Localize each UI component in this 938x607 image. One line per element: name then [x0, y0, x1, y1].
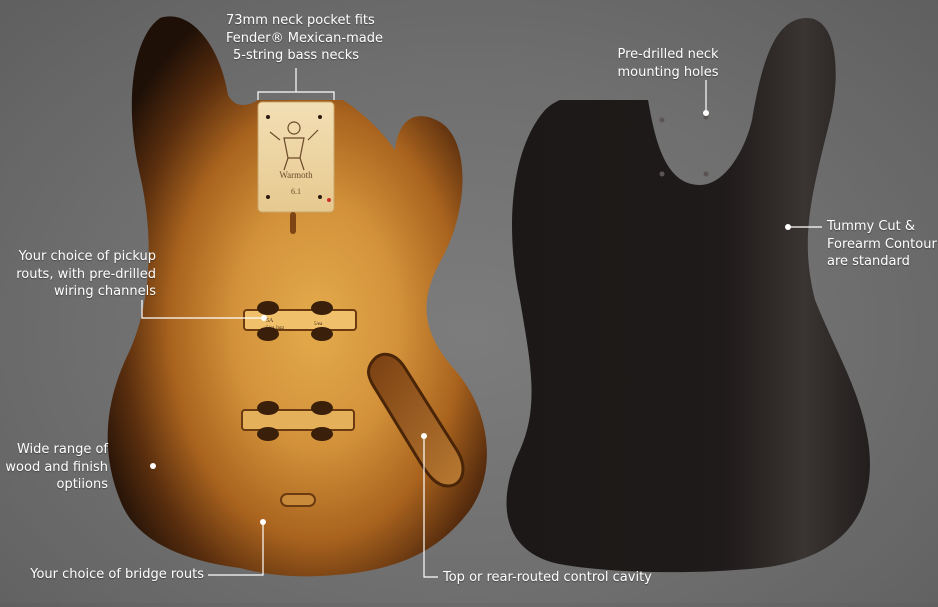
callout-line: are standard — [827, 254, 910, 269]
callout-line: optiions — [56, 477, 109, 492]
bridge-routs-callout: Your choice of bridge routs — [10, 566, 204, 584]
warmoth-logo — [269, 121, 319, 171]
wood-finish-callout: Wide range of wood and finish optiions — [2, 441, 108, 494]
pickup-ear — [257, 301, 279, 315]
sunburst-bass-body — [107, 16, 487, 577]
neck-pocket-bracket — [257, 91, 335, 100]
pickup-routs-leader — [141, 300, 264, 319]
neck-pocket-callout: 73mm neck pocket fits Fender® Mexican-ma… — [226, 12, 383, 65]
bridge-pickup-rout — [241, 409, 355, 431]
neck-screw-hole — [318, 115, 322, 119]
neck-red-dot — [327, 198, 331, 202]
pickup-ear — [311, 327, 333, 341]
pickup-ear — [311, 427, 333, 441]
bridge-routs-leader — [208, 522, 264, 576]
wood-finish-dot — [150, 463, 156, 469]
neck-screw-hole — [266, 195, 270, 199]
callout-line: Your choice of bridge routs — [30, 567, 204, 582]
callout-line: Your choice of pickup — [18, 249, 156, 264]
callout-line: Wide range of — [16, 442, 108, 457]
control-cavity — [367, 352, 465, 488]
callout-line: Pre-drilled neck — [617, 47, 719, 62]
callout-line: Fender® Mexican-made — [226, 30, 383, 46]
neck-mount-hole — [703, 114, 709, 120]
neck-mount-hole — [703, 171, 709, 177]
tummy-cut-callout: Tummy Cut & Forearm Contour are standard — [827, 218, 937, 271]
neck-screw-hole — [318, 195, 322, 199]
neck-mount-hole — [659, 117, 665, 123]
callout-line: 5-string bass necks — [233, 48, 359, 63]
pickup-marking: 5A — [266, 318, 274, 324]
bridge-routs-dot — [260, 519, 266, 525]
pickup-ear — [257, 327, 279, 341]
neck-holes-callout: Pre-drilled neck mounting holes — [608, 46, 728, 81]
neck-pickup-rout — [243, 309, 357, 331]
callout-line: wiring channels — [53, 284, 156, 299]
pickup-marking: 5/ca Jazz — [266, 326, 285, 331]
callout-line: Tummy Cut & — [827, 219, 916, 234]
callout-line: 73mm neck pocket fits — [226, 13, 375, 28]
pickup-ear — [257, 427, 279, 441]
pickup-ear — [257, 401, 279, 415]
neck-mount-hole — [659, 171, 665, 177]
callout-line: mounting holes — [617, 64, 719, 80]
pickup-routs-dot — [261, 315, 267, 321]
black-bass-body — [506, 17, 870, 573]
callout-line: Forearm Contour — [827, 236, 937, 252]
neck-logo-text: Warmoth — [279, 170, 313, 180]
neck-tag-text: 6.1 — [291, 187, 301, 196]
pickup-ear — [311, 401, 333, 415]
pickup-routs-callout: Your choice of pickup routs, with pre-dr… — [8, 248, 156, 301]
pickup-marking: 5/ea — [314, 322, 323, 327]
neck-heel — [257, 101, 335, 213]
control-cavity-dot — [421, 433, 427, 439]
callout-line: routs, with pre-drilled — [16, 266, 156, 282]
neck-screw-hole — [266, 115, 270, 119]
bridge-rout — [280, 493, 316, 507]
control-cavity-callout: Top or rear-routed control cavity — [443, 569, 683, 587]
pickup-ear — [311, 301, 333, 315]
callout-line: Top or rear-routed control cavity — [443, 570, 652, 585]
callout-line: wood and finish — [5, 459, 108, 475]
wiring-channel — [290, 212, 296, 234]
tummy-cut-dot — [785, 224, 791, 230]
control-cavity-leader — [423, 436, 438, 578]
neck-holes-dot — [703, 110, 709, 116]
